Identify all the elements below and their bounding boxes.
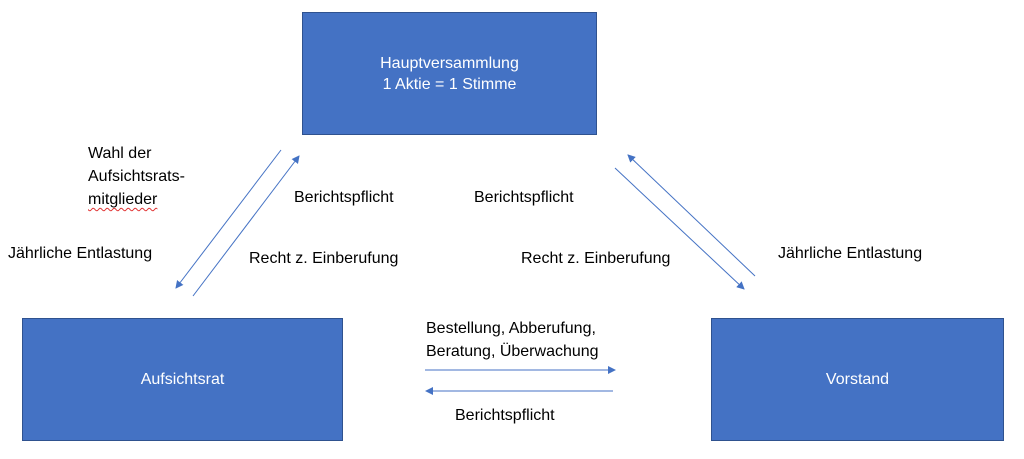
arrow-vs-to-hv <box>627 154 756 277</box>
arrow-hv-to-vs <box>614 167 745 290</box>
label-recht-einberufung-right: Recht z. Einberufung <box>521 250 671 267</box>
label-mitglieder-text: mitglieder <box>88 191 158 208</box>
label-recht-einberufung-left: Recht z. Einberufung <box>249 250 399 267</box>
arrow-ar-to-hv <box>192 155 300 297</box>
hauptversammlung-subtitle: 1 Aktie = 1 Stimme <box>382 75 517 93</box>
label-berichtspflicht-left: Berichtspflicht <box>294 189 394 206</box>
vorstand-box: Vorstand <box>711 318 1004 441</box>
label-bestellung-abberufung: Bestellung, Abberufung, <box>426 320 596 337</box>
label-jaehrliche-entlastung-right: Jährliche Entlastung <box>778 245 923 262</box>
label-berichtspflicht-right: Berichtspflicht <box>474 189 574 206</box>
hauptversammlung-box: Hauptversammlung 1 Aktie = 1 Stimme <box>302 12 597 135</box>
vorstand-title: Vorstand <box>825 371 890 388</box>
hauptversammlung-title: Hauptversammlung <box>380 54 519 72</box>
label-mitglieder: mitglieder <box>88 189 157 211</box>
label-beratung-ueberwachung: Beratung, Überwachung <box>426 343 599 360</box>
aufsichtsrat-box: Aufsichtsrat <box>22 318 343 441</box>
label-jaehrliche-entlastung-left: Jährliche Entlastung <box>8 245 153 262</box>
label-wahl-der: Wahl der <box>88 145 152 162</box>
label-aufsichtsrats: Aufsichtsrats- <box>88 168 185 185</box>
aufsichtsrat-title: Aufsichtsrat <box>140 371 225 388</box>
arrow-hv-to-ar <box>175 149 282 289</box>
label-berichtspflicht-bottom: Berichtspflicht <box>455 407 555 424</box>
